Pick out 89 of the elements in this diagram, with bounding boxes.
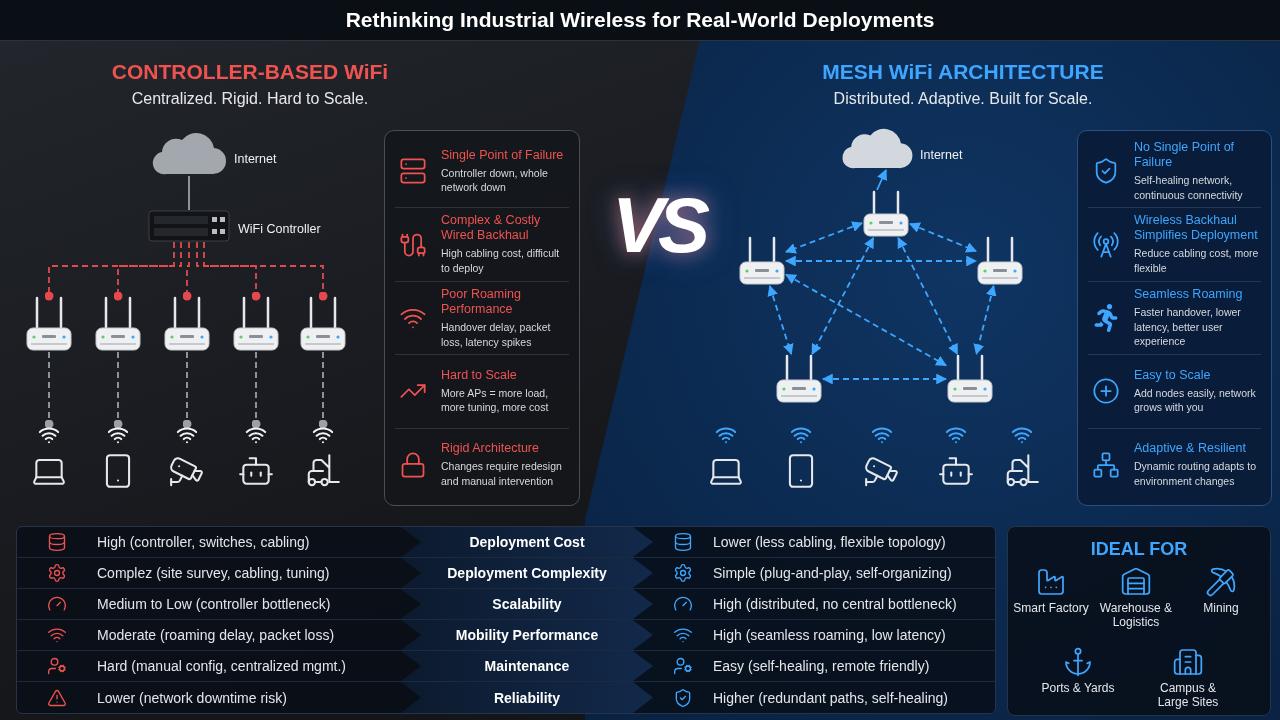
- info-panel: [384, 130, 580, 506]
- versus-label: VS: [612, 180, 705, 271]
- controller-device-drawing: [148, 210, 230, 242]
- feature-description: Dynamic routing adapts to environment changes: [1134, 459, 1257, 489]
- feature-title: Easy to Scale: [1134, 367, 1212, 383]
- feature-title: Rigid Architecture: [441, 441, 540, 457]
- feature-title: Wireless Backhaul Simplifies Deployment: [1134, 213, 1259, 244]
- table-text: Lower (less cabling, flexible topology): [713, 534, 946, 550]
- table-text: High (distributed, no central bottleneck): [713, 596, 957, 612]
- mesh-router-drawing: [738, 236, 786, 286]
- feature-title: Single Point of Failure: [441, 147, 565, 163]
- feature-description: Reduce cabling cost, more flexible: [1134, 246, 1260, 276]
- dashed-connector: [251, 351, 261, 429]
- access-point-drawing: [299, 296, 347, 352]
- use-case-label: Mining: [1203, 601, 1239, 616]
- table-text: Hard (manual config, centralized mgmt.): [97, 658, 346, 674]
- mesh-router-drawing: [946, 354, 994, 404]
- dashed-connector: [784, 255, 978, 267]
- access-point-drawing: [94, 296, 142, 352]
- use-case-label: Warehouse & Logistics: [1098, 601, 1174, 630]
- mesh-router-drawing: [775, 354, 823, 404]
- mesh-router-drawing: [862, 190, 910, 238]
- access-point-drawing: [163, 296, 211, 352]
- feature-description: More APs = more load, more tuning, more cost: [441, 385, 550, 416]
- use-case-label: Smart Factory: [1013, 601, 1089, 616]
- feature-title: Complex & Costly Wired Backhaul: [441, 213, 542, 244]
- dashed-connector: [973, 284, 997, 356]
- criterion-label: Reliability: [401, 682, 653, 713]
- access-point-drawing: [232, 296, 280, 352]
- table-text: High (controller, switches, cabling): [97, 534, 310, 550]
- dashed-connector: [785, 273, 947, 367]
- dashed-connector: [44, 241, 175, 301]
- dashed-connector: [318, 351, 328, 429]
- cloud-icon: [840, 126, 914, 170]
- table-text: High (seamless roaming, low latency): [713, 627, 946, 643]
- table-text: Simple (plug-and-play, self-organizing): [713, 565, 952, 581]
- page-title: Rethinking Industrial Wireless for Real-World Deployments: [345, 8, 935, 32]
- table-text: Lower (network downtime risk): [97, 689, 287, 706]
- section-subtitle: Distributed. Adaptive. Built for Scale.: [832, 90, 1094, 108]
- use-case-label: Ports & Yards: [1041, 681, 1115, 696]
- criterion-label: Mobility Performance: [401, 620, 653, 650]
- dashed-connector: [44, 351, 54, 429]
- section-heading: CONTROLLER-BASED WiFi: [110, 60, 390, 84]
- feature-title: Seamless Roaming: [1134, 287, 1244, 302]
- dashed-connector: [113, 351, 123, 429]
- feature-description: High cabling cost, difficult to deploy: [441, 246, 561, 276]
- criterion-label: Scalability: [401, 589, 653, 619]
- use-case-label: Campus & Large Sites: [1156, 681, 1220, 710]
- node-caption: WiFi Controller: [238, 222, 321, 236]
- section-subtitle: Centralized. Rigid. Hard to Scale.: [130, 90, 370, 108]
- cloud-icon: [152, 130, 226, 176]
- criterion-label: Deployment Cost: [401, 527, 653, 557]
- feature-description: Self-healing network, continuous connectivity: [1134, 173, 1244, 203]
- feature-description: Controller down, whole network down: [441, 165, 549, 195]
- feature-description: Changes require redesign and manual intervention: [441, 459, 563, 489]
- dashed-connector: [785, 221, 863, 254]
- criterion-label: Deployment Complexity: [401, 558, 653, 588]
- table-text: Medium to Low (controller bottleneck): [97, 596, 331, 612]
- feature-title: No Single Point of Failure: [1134, 140, 1236, 170]
- node-caption: Internet: [920, 148, 963, 162]
- dashed-connector: [897, 237, 959, 355]
- feature-title: Poor Roaming Performance: [441, 286, 522, 317]
- mesh-router-drawing: [976, 236, 1024, 286]
- dashed-connector: [811, 237, 875, 355]
- dashed-connector: [909, 222, 977, 253]
- dashed-connector: [196, 241, 261, 301]
- dashed-connector: [821, 373, 948, 385]
- feature-title: Adaptive & Resilient: [1134, 441, 1247, 457]
- table-text: Easy (self-healing, remote friendly): [713, 658, 930, 674]
- panel-heading: IDEAL FOR: [1089, 539, 1189, 560]
- table-text: Higher (redundant paths, self-healing): [713, 689, 949, 706]
- table-text: Complez (site survey, cabling, tuning): [97, 565, 330, 581]
- connector: [188, 175, 190, 211]
- criterion-label: Maintenance: [401, 651, 653, 681]
- access-point-drawing: [25, 296, 73, 352]
- dashed-connector: [182, 351, 192, 429]
- dashed-connector: [182, 241, 192, 301]
- feature-description: Handover delay, packet loss, latency spikes: [441, 319, 552, 350]
- info-panel: [1077, 130, 1272, 506]
- connector: [876, 169, 887, 191]
- feature-title: Hard to Scale: [441, 367, 518, 383]
- dashed-connector: [203, 241, 328, 301]
- feature-description: Faster handover, lower latency, better user experience: [1134, 305, 1242, 350]
- dashed-connector: [767, 284, 794, 356]
- section-heading: MESH WiFi ARCHITECTURE: [821, 60, 1105, 84]
- feature-description: Add nodes easily, network grows with you: [1134, 385, 1257, 416]
- dashed-connector: [113, 241, 182, 301]
- table-text: Moderate (roaming delay, packet loss): [97, 627, 335, 643]
- node-caption: Internet: [234, 152, 277, 166]
